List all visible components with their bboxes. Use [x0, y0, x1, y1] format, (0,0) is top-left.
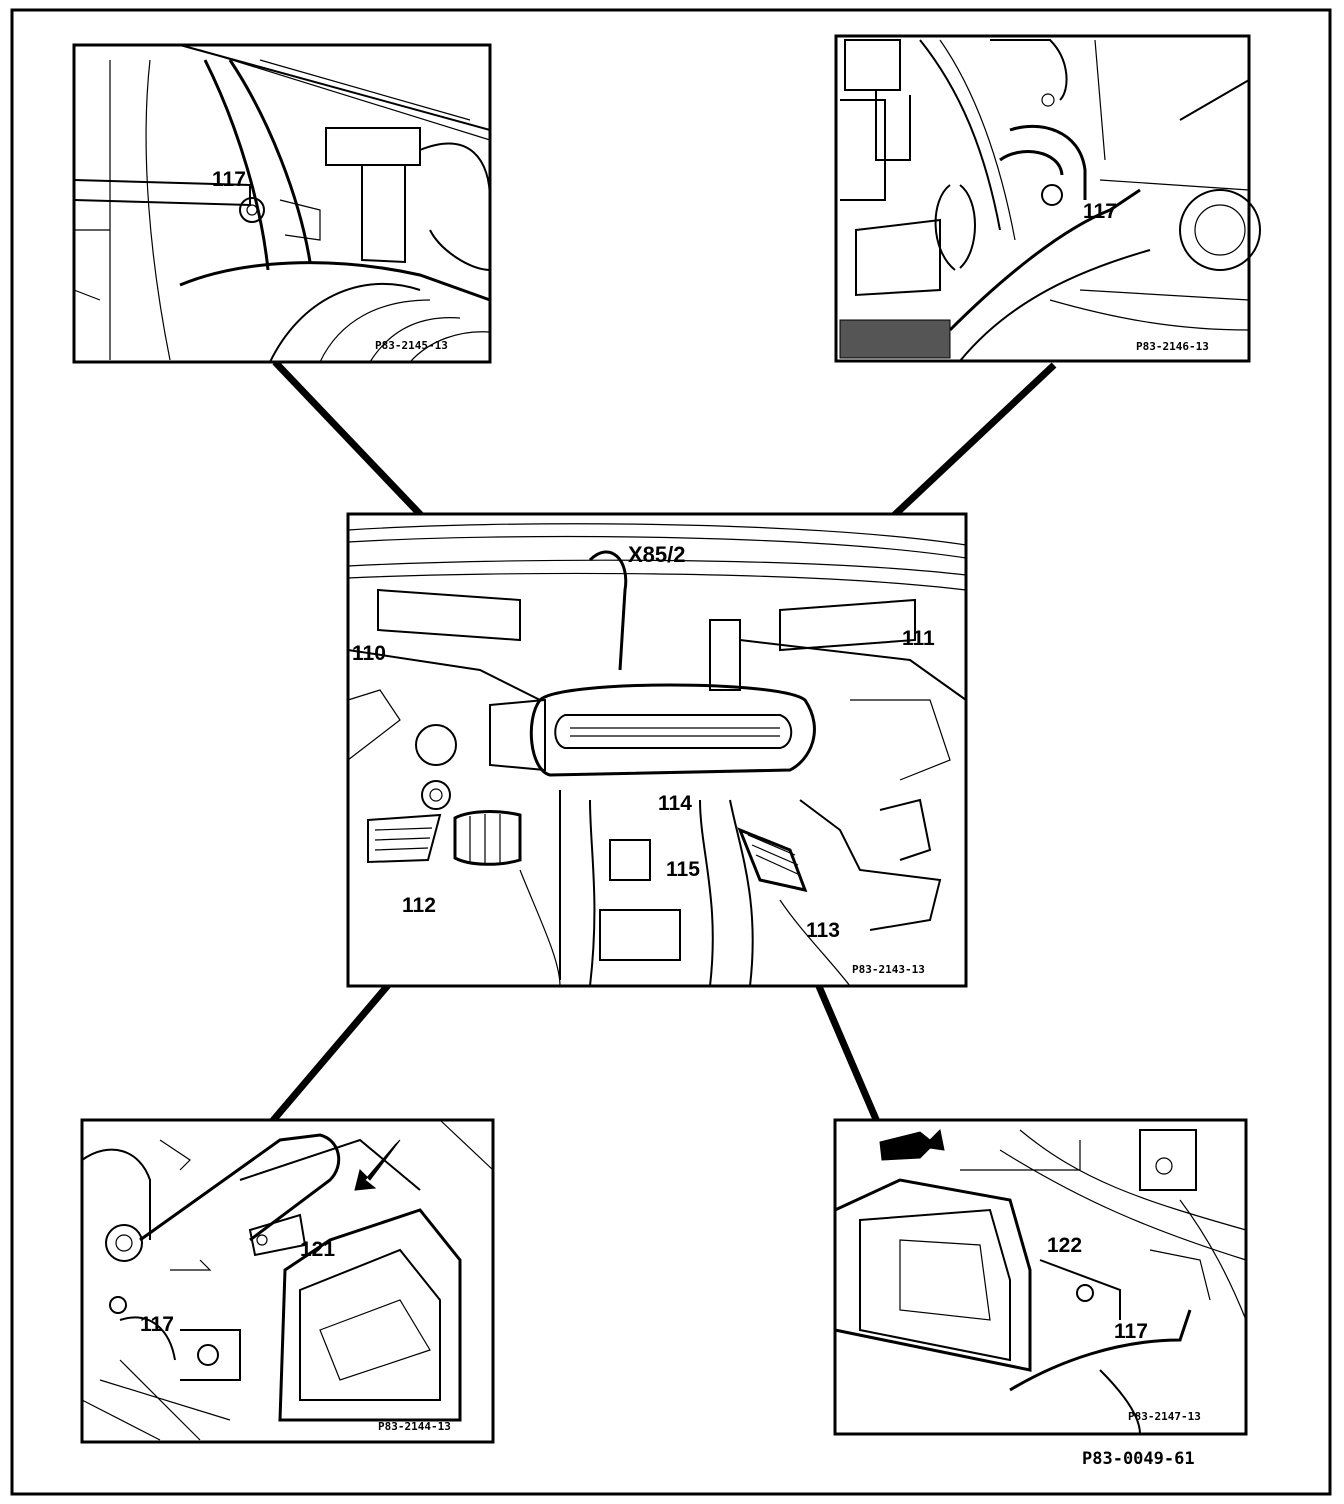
callout-121: 121	[300, 1238, 335, 1261]
callout-122: 122	[1047, 1234, 1082, 1257]
panel-bottom-right-code: P83-2147-13	[1128, 1410, 1201, 1423]
panel-top-right-code: P83-2146-13	[1136, 340, 1209, 353]
panel-top-left: 117 P83-2145-13	[72, 43, 492, 364]
callout-113: 113	[806, 919, 840, 942]
callout-114: 114	[658, 792, 692, 815]
callout-111: 111	[902, 627, 935, 650]
panel-bottom-left-drawing	[81, 1119, 494, 1441]
panel-center-code: P83-2143-13	[852, 963, 925, 976]
callout-117: 117	[1083, 200, 1117, 223]
panel-top-right-drawing	[839, 39, 1261, 362]
panel-bottom-right-drawing	[834, 1128, 1247, 1435]
panel-top-right: 117 P83-2146-13	[834, 34, 1261, 363]
panel-top-left-drawing	[73, 44, 491, 363]
callout-117: 117	[212, 168, 246, 191]
callout-110: 110	[352, 642, 386, 665]
panel-top-left-code: P83-2145-13	[375, 339, 448, 352]
panel-center-drawing	[347, 523, 967, 987]
callout-117: 117	[140, 1313, 174, 1336]
panel-bottom-left-code: P83-2144-13	[378, 1420, 451, 1433]
callout-x85-2: X85/2	[628, 542, 686, 567]
callout-115: 115	[666, 858, 700, 881]
panel-bottom-right: 122 117 P83-2147-13	[833, 1118, 1248, 1436]
callout-117: 117	[1114, 1320, 1148, 1343]
panel-bottom-left: 121 117 P83-2144-13	[80, 1118, 495, 1444]
callout-112: 112	[402, 894, 436, 917]
figure-code: P83-0049-61	[1082, 1449, 1195, 1469]
panel-center: X85/2 110 111 112 113 114 115 P83-2143-1…	[346, 512, 968, 988]
